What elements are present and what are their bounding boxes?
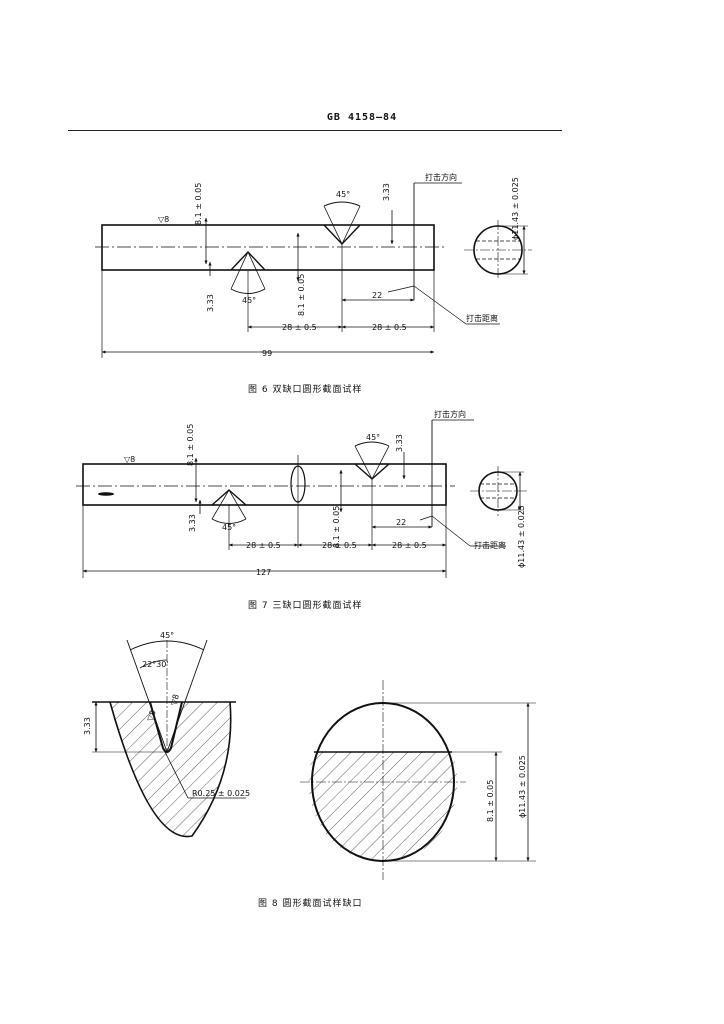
fig6-dim-22: 22: [372, 291, 382, 300]
fig8-hatched-area: [308, 752, 458, 862]
fig8-angle-half: 22°30': [142, 660, 169, 669]
fig6-dim-depth-top: 3.33: [382, 183, 391, 201]
fig6-top-notch: [323, 224, 361, 246]
figure-6: [95, 182, 532, 358]
fig6-dim-remaining-top: 8.1 ± 0.05: [194, 183, 203, 225]
figure-6-labels: ▽8 45° 45° 8.1 ± 0.05 3.33 3.33 8.1 ± 0.…: [158, 172, 520, 358]
figure-7-labels: ▽8 45° 45° 8.1 ± 0.05 3.33 3.33 8.1 ± 0.…: [124, 409, 526, 577]
fig7-centerline-end-mark: [98, 492, 114, 496]
fig8-angle-total: 45°: [160, 631, 174, 640]
fig7-dim-depth-top: 3.33: [395, 434, 404, 452]
fig7-bottom-notch: [211, 489, 247, 506]
fig7-label-strike-direction: 打击方向: [434, 409, 466, 419]
fig8-dim-radius: R0.25 ± 0.025: [192, 789, 250, 798]
fig8-dim-diameter: ϕ11.43 ± 0.025: [518, 755, 527, 818]
figure-8-notch-detail: [92, 639, 246, 838]
fig6-angle-top: 45°: [336, 190, 350, 199]
fig7-dim-diameter: ϕ11.43 ± 0.025: [517, 505, 526, 568]
fig7-dim-remaining-top: 8.1 ± 0.05: [186, 424, 195, 466]
fig7-dim-22: 22: [396, 518, 406, 527]
fig6-surface-symbol: ▽8: [158, 215, 169, 224]
fig7-dim-spacing-3: 28 ± 0.5: [392, 541, 427, 550]
fig6-dim-diameter: ϕ11.43 ± 0.025: [511, 177, 520, 240]
fig7-label-strike-distance: 打击距离: [474, 540, 506, 550]
fig8-caption: 图 8 圆形截面试样缺口: [258, 897, 362, 909]
fig7-angle-bottom: 45°: [222, 523, 236, 532]
fig8-dim-remaining: 8.1 ± 0.05: [486, 780, 495, 822]
fig7-caption: 图 7 三缺口圆形截面试样: [248, 599, 362, 611]
figure-7: [76, 419, 527, 578]
fig6-caption: 图 6 双缺口圆形截面试样: [248, 383, 362, 395]
fig7-dim-length: 127: [256, 568, 271, 577]
fig8-notch-section: [110, 702, 231, 837]
standard-number-header: GB 4158—84: [326, 112, 398, 123]
fig7-top-notch: [354, 463, 390, 480]
header-rule: [68, 130, 562, 131]
fig6-label-strike-direction: 打击方向: [425, 172, 457, 182]
fig7-angle-top: 45°: [366, 433, 380, 442]
fig7-dim-remaining-bottom: 8.1 ± 0.05: [332, 506, 341, 548]
fig7-specimen-bar: [82, 463, 447, 506]
figure-8-cross-section: [300, 680, 536, 880]
fig6-top-notch-arc: [323, 201, 361, 207]
fig8-surface-symbol-right: ▽8: [169, 693, 181, 706]
fig7-dim-depth-bottom: 3.33: [188, 514, 197, 532]
figure-8-notch-labels: 45° 22°30' ▽8 ▽8 3.33 R0.25 ± 0.025: [83, 631, 250, 798]
fig8-surface-symbol-left: ▽8: [145, 709, 157, 723]
fig7-dim-spacing-1: 28 ± 0.5: [246, 541, 281, 550]
fig6-label-strike-distance: 打击距离: [466, 313, 498, 323]
fig6-specimen-bar: [101, 224, 435, 271]
fig6-bottom-notch: [230, 250, 266, 271]
fig6-dim-spacing-right: 28 ± 0.5: [372, 323, 407, 332]
fig8-dim-depth: 3.33: [83, 717, 92, 735]
fig6-dim-remaining-bottom: 8.1 ± 0.05: [297, 274, 306, 316]
fig6-dim-spacing-left: 28 ± 0.5: [282, 323, 317, 332]
figure-8-section-labels: 8.1 ± 0.05 ϕ11.43 ± 0.025: [486, 755, 527, 822]
fig6-dim-length: 99: [262, 349, 272, 358]
fig6-angle-bottom: 45°: [242, 296, 256, 305]
fig6-dim-depth-bottom: 3.33: [206, 294, 215, 312]
fig7-surface-symbol: ▽8: [124, 455, 135, 464]
fig7-dim-spacing-2: 28 ± 0.5: [322, 541, 357, 550]
